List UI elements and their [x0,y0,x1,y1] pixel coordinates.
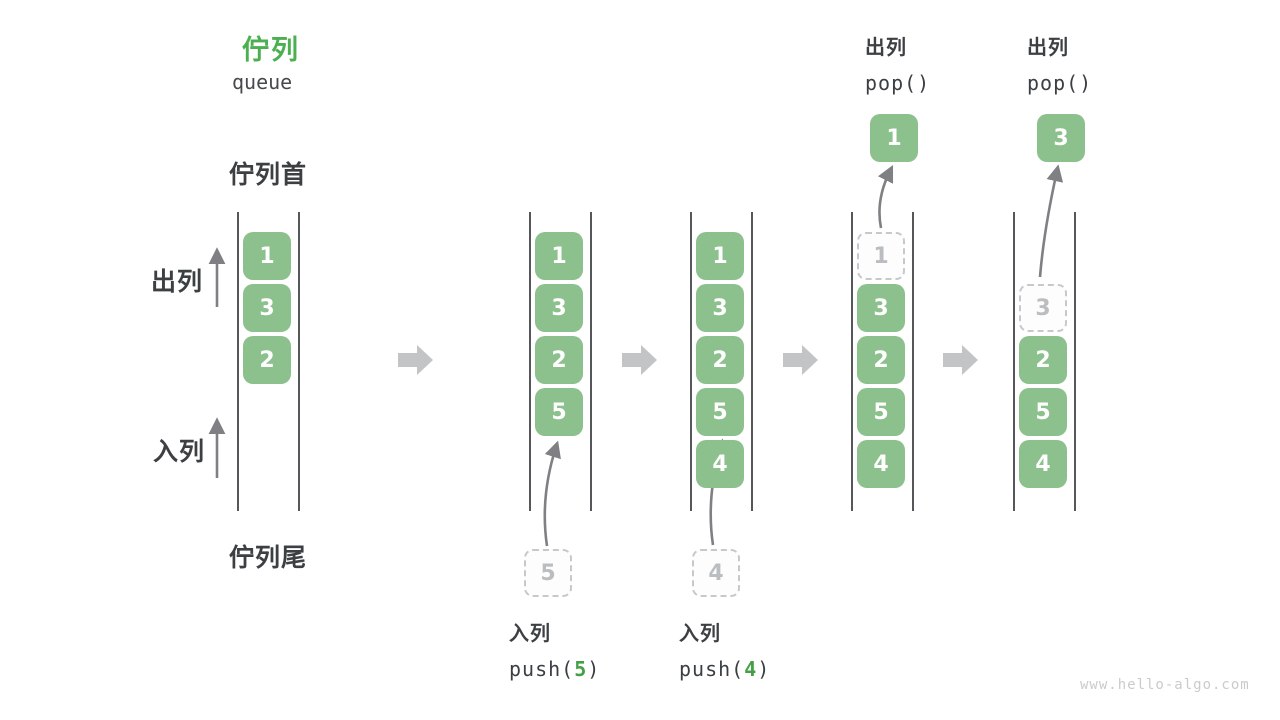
ejected-element: 1 [870,114,918,162]
op-action-label: 出列 [1027,37,1069,59]
queue-cell: 2 [696,336,744,384]
op-action-label: 入列 [509,623,551,645]
queue-cell: 4 [857,440,905,488]
queue-cell: 2 [857,336,905,384]
step-arrow-icon [783,345,818,375]
op-code-post: ) [587,657,601,681]
enqueue-transfer-arrow-icon [543,440,561,547]
step-arrow-icon [398,345,433,375]
queue-cell: 3 [857,284,905,332]
op-code-pre: push( [679,657,745,681]
queue-cell: 3 [696,284,744,332]
step-arrow-icon [943,345,978,375]
step-arrow-icon [622,345,657,375]
queue-cell: 2 [243,336,291,384]
ejected-element: 3 [1037,114,1085,162]
queue-left-wall [237,212,239,511]
queue-front-label: 佇列首 [229,161,308,189]
enqueue-side-label: 入列 [153,438,206,466]
dequeue-op-label: 出列 pop() [865,31,930,95]
queue-cell: 2 [1019,336,1067,384]
op-code-label: pop() [1027,71,1093,95]
queue-cell-popped: 1 [857,232,905,280]
op-code-arg: 5 [574,657,588,681]
op-code-arg: 4 [744,657,758,681]
queue-right-wall [590,212,592,511]
enqueue-op-label: 入列 push(5) [509,617,600,681]
dequeue-side-label: 出列 [151,268,204,296]
queue-cell: 5 [857,388,905,436]
queue-cell-popped: 3 [1019,284,1067,332]
page-subtitle: queue [232,70,293,94]
queue-cell: 1 [696,232,744,280]
queue-cell: 2 [535,336,583,384]
op-code-label: push(5) [509,657,600,681]
queue-left-wall [529,212,531,511]
queue-right-wall [912,212,914,511]
op-code-post: ) [757,657,771,681]
queue-cell: 3 [243,284,291,332]
dequeue-op-label: 出列 pop() [1027,31,1092,95]
queue-rear-label: 佇列尾 [229,544,308,572]
queue-cell: 1 [535,232,583,280]
dequeue-transfer-arrow-icon [1038,164,1064,278]
queue-right-wall [1074,212,1076,511]
incoming-element: 5 [524,549,572,597]
queue-cell: 4 [1019,440,1067,488]
dequeue-transfer-arrow-icon [877,164,894,229]
incoming-element: 4 [692,549,740,597]
op-action-label: 入列 [679,623,721,645]
queue-cell: 5 [1019,388,1067,436]
op-action-label: 出列 [865,37,907,59]
op-code-label: pop() [865,71,931,95]
page-title: 佇列 [242,35,300,65]
queue-cell: 5 [696,388,744,436]
queue-right-wall [751,212,753,511]
op-code-pre: push( [509,657,575,681]
queue-left-wall [851,212,853,511]
queue-cell: 4 [696,440,744,488]
queue-cell: 3 [535,284,583,332]
queue-left-wall [690,212,692,511]
enqueue-op-label: 入列 push(4) [679,617,770,681]
queue-cell: 5 [535,388,583,436]
watermark: www.hello-algo.com [1080,677,1250,693]
queue-left-wall [1013,212,1015,511]
queue-right-wall [298,212,300,511]
op-code-label: push(4) [679,657,770,681]
queue-cell: 1 [243,232,291,280]
